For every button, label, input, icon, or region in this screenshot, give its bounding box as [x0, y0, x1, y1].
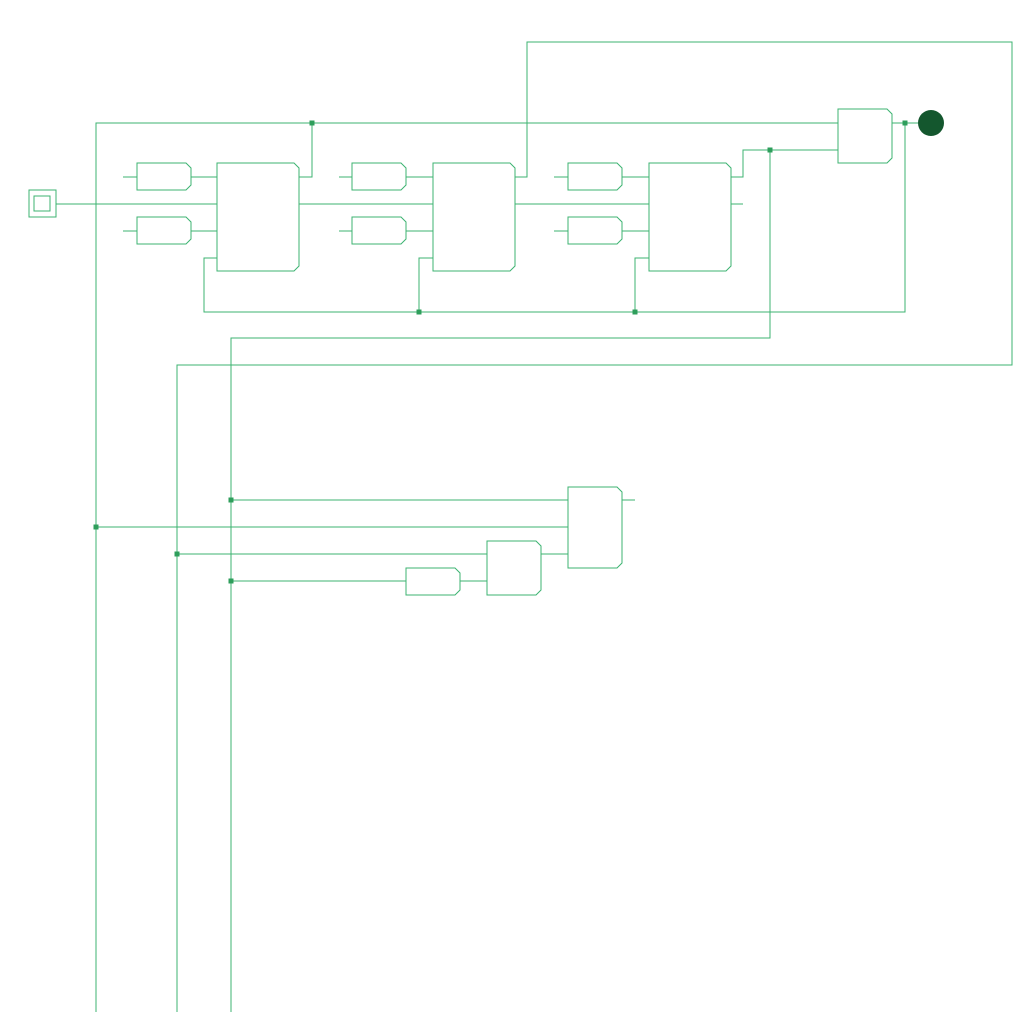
- and-gate-output[interactable]: [837, 108, 893, 164]
- junction-2: [767, 147, 773, 153]
- io-components: [28, 110, 944, 218]
- large-gate-lower-1[interactable]: [567, 486, 623, 569]
- junction-5: [632, 309, 638, 315]
- junction-7: [93, 524, 99, 530]
- wire-g3-out: [730, 149, 838, 178]
- small-gate-5[interactable]: [567, 162, 623, 191]
- wire-bottom-bus: [203, 123, 906, 313]
- junction-1: [309, 120, 315, 126]
- wire-g2-drop: [418, 257, 433, 312]
- small-gate-lower[interactable]: [405, 567, 461, 596]
- junction-8: [174, 551, 180, 557]
- wire-g3-drop: [634, 257, 649, 312]
- junction-6: [228, 497, 234, 503]
- wire-top-bus: [95, 122, 838, 1012]
- small-gate-1[interactable]: [136, 162, 192, 191]
- large-gate-3[interactable]: [648, 162, 732, 272]
- wire-g1-up: [298, 123, 313, 178]
- small-gate-3[interactable]: [351, 162, 407, 191]
- junction-4: [416, 309, 422, 315]
- small-gate-2[interactable]: [136, 216, 192, 245]
- large-gate-2[interactable]: [432, 162, 516, 272]
- wire-feedback-loop: [176, 41, 1013, 1012]
- large-gate-lower-2[interactable]: [486, 540, 542, 596]
- small-gate-6[interactable]: [567, 216, 623, 245]
- wires: [56, 41, 1013, 1012]
- output-led[interactable]: [918, 110, 944, 136]
- large-gate-1[interactable]: [216, 162, 300, 272]
- small-gate-4[interactable]: [351, 216, 407, 245]
- junction-9: [228, 578, 234, 584]
- wire-bus-3: [230, 150, 771, 1012]
- junction-3: [902, 120, 908, 126]
- input-pin-inner: [33, 195, 51, 212]
- gates: [136, 108, 893, 596]
- junctions: [93, 120, 908, 584]
